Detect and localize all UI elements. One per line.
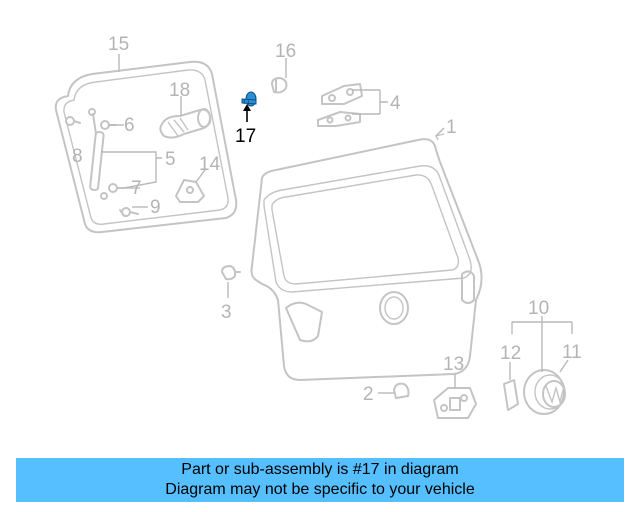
callout-18: 18	[169, 80, 190, 101]
gas-strut	[88, 108, 108, 200]
switch-part	[503, 379, 519, 411]
parts-diagram: 15 16 18 4 6 8 5 14 7 9 1 17 3 2 13 12 1…	[54, 34, 582, 419]
callout-labels: 15 16 18 4 6 8 5 14 7 9 1 17 3 2 13 12 1…	[72, 34, 582, 405]
inset-panel	[54, 60, 238, 234]
nut-2	[393, 382, 410, 399]
handle-part	[159, 108, 212, 139]
callout-17-arrow	[243, 104, 251, 122]
callout-13: 13	[443, 354, 464, 375]
stud-left	[65, 116, 81, 126]
info-banner: Part or sub-assembly is #17 in diagram D…	[16, 458, 624, 502]
callout-11: 11	[562, 342, 582, 363]
callout-1: 1	[446, 117, 457, 138]
callout-8: 8	[72, 146, 83, 167]
callout-14: 14	[199, 154, 221, 175]
ball-stud-lower	[108, 183, 125, 193]
callout-16: 16	[275, 41, 296, 62]
callout-10: 10	[528, 298, 549, 319]
callout-4: 4	[390, 93, 401, 114]
callout-12: 12	[500, 343, 521, 364]
callout-6: 6	[124, 115, 135, 136]
latch-part	[433, 387, 477, 419]
callout-9: 9	[150, 197, 161, 218]
callout-3: 3	[221, 302, 232, 323]
callout-15: 15	[108, 34, 129, 55]
leader-lines	[101, 54, 573, 394]
callout-5: 5	[165, 149, 176, 170]
hinge-part	[317, 83, 363, 127]
callout-2: 2	[363, 384, 374, 405]
emblem-part	[523, 369, 566, 415]
bolt-16	[271, 77, 288, 94]
bolt-17-highlighted	[241, 91, 257, 107]
bolt-3	[221, 265, 241, 281]
callout-7: 7	[131, 178, 142, 199]
banner-line-1: Part or sub-assembly is #17 in diagram	[181, 461, 459, 478]
screw-9	[119, 207, 139, 217]
callout-17: 17	[235, 126, 256, 147]
tailgate-part	[250, 133, 483, 381]
banner-line-2: Diagram may not be specific to your vehi…	[165, 481, 475, 498]
bracket-part	[175, 179, 205, 203]
